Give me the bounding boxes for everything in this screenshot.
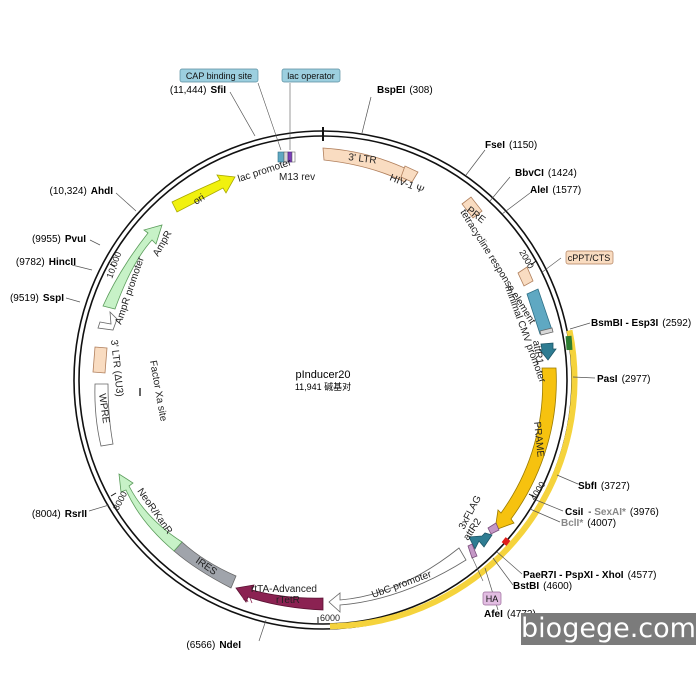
label-box-ha [482, 591, 502, 606]
feature-ampr [102, 224, 163, 310]
label-rtta-advanced: rtTA-Advanced [251, 584, 317, 595]
site-label-sspi: (9519)SspI [10, 293, 64, 304]
scale-ticks [109, 260, 537, 623]
label-3ltr: 3' LTR [348, 152, 378, 166]
feature-attr1 [539, 342, 557, 361]
site-label-csii: CsiI - SexAI*(3976) [565, 507, 659, 518]
site-label-fsei: FseI(1150) [485, 140, 537, 151]
feature-ubc-promoter [328, 547, 467, 613]
tick-label-2000: 2000 [517, 248, 536, 270]
tick-label-8000: 8000 [111, 490, 129, 512]
feature-attr2 [468, 532, 493, 550]
site-label-bstbi: BstBI(4600) [513, 581, 572, 592]
site-label-bsmbi: BsmBI - Esp3I(2592) [591, 318, 691, 329]
feature-pre [461, 196, 483, 219]
feature-neor [118, 473, 183, 552]
feature-ha [467, 543, 478, 559]
feature-rtta-advanced-marks [239, 589, 253, 604]
label-lac-operator: lac operator [287, 71, 335, 81]
site-label-bbvci: BbvCI(1424) [515, 168, 577, 179]
plasmid-size: 11,941 碱基对 [295, 381, 351, 392]
site-label-alei: AleI(1577) [530, 185, 581, 196]
site-label-sfii: (11,444)SfiI [170, 85, 226, 96]
feature-ampr-promoter [97, 310, 118, 331]
label-box-lac-operator [281, 68, 341, 83]
feature-prame [494, 367, 557, 531]
label-prame: PRAME [531, 421, 546, 458]
label-m13-rev: M13 rev [279, 172, 315, 183]
label-box-cppt [565, 250, 614, 265]
feature-ori [171, 174, 236, 213]
site-label-paer7i: PaeR7I - PspXI - XhoI(4577) [523, 570, 657, 581]
feature-3ltr-du3 [92, 346, 108, 374]
feature-m13-rev [291, 151, 296, 163]
watermark: biogege.com [521, 613, 696, 645]
label-box-cap-binding [179, 68, 259, 83]
plasmid-name: pInducer20 [295, 369, 350, 381]
site-label-ahdi: (10,324)AhdI [50, 186, 114, 197]
label-ori: ori [192, 192, 207, 207]
site-label-bcli: BclI*(4007) [561, 518, 616, 529]
site-label-pasi: PasI(2977) [597, 374, 650, 385]
site-label-rsrii: (8004)RsrII [32, 509, 87, 520]
label-ubc: UbC promoter [370, 569, 433, 601]
site-label-hincii: (9782)HincII [16, 257, 76, 268]
feature-rtetr [235, 584, 324, 611]
label-rtetr: rTetR [276, 595, 300, 606]
label-cppt: cPPT/CTS [568, 253, 611, 263]
label-3ltr-du3: 3' LTR (ΔU3) [108, 339, 125, 397]
site-label-sbfi: SbfI(3727) [578, 481, 630, 492]
site-label-ndei: (6566)NdeI [186, 640, 241, 651]
feature-min-cmv [539, 327, 554, 336]
site-label-pvui: (9955)PvuI [32, 234, 86, 245]
label-ha: HA [486, 594, 499, 604]
label-factor-xa: Factor Xa site [147, 360, 169, 423]
label-cap-binding: CAP binding site [186, 71, 252, 81]
label-tre: tetracycline response element [457, 208, 537, 327]
label-wpre: WPRE [96, 393, 111, 425]
label-attr1: attR1 [530, 340, 545, 366]
feature-3ltr [322, 147, 412, 183]
site-marker-bsmbi [565, 335, 573, 351]
insert-highlight [336, 329, 578, 630]
feature-wpre [94, 383, 114, 447]
site-label-bspei: BspEI(308) [377, 85, 433, 96]
feature-3xflag [487, 522, 500, 535]
site-leader-lines [65, 91, 596, 642]
feature-leader-lines [257, 82, 562, 582]
feature-hiv1-psi [400, 165, 419, 183]
site-marker-paer7i [501, 537, 511, 546]
tick-label-6000: 6000 [320, 613, 340, 623]
feature-cppt [517, 266, 534, 287]
